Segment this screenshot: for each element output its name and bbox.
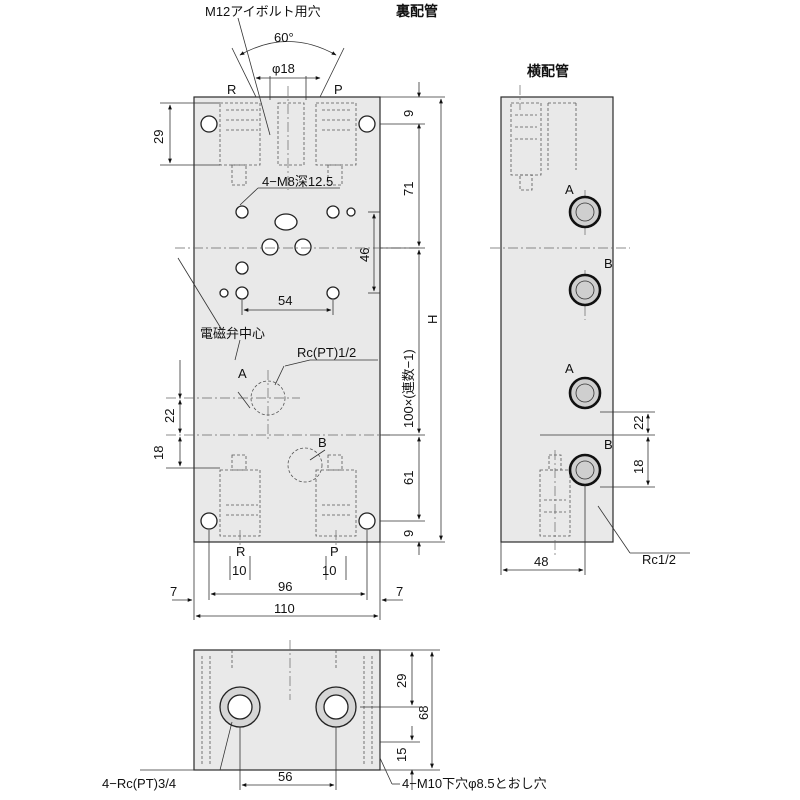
dim-10-left: 10 — [232, 563, 246, 578]
port-a-side-upper: A — [565, 182, 574, 197]
front-dims-left — [160, 102, 220, 469]
mount-hole-bottom-right — [358, 512, 376, 530]
mount-hole-top-right — [358, 115, 376, 133]
dim-9-top: 9 — [401, 110, 416, 117]
dim-61: 61 — [401, 471, 416, 485]
angle-60: 60° — [274, 30, 294, 45]
front-view — [166, 86, 420, 550]
dim-110: 110 — [274, 601, 295, 616]
hidden-port-b — [287, 447, 323, 483]
eyebolt-angle — [231, 17, 345, 136]
bottom-view — [193, 640, 381, 771]
dim-46: 46 — [357, 248, 372, 262]
dim-7-right: 7 — [396, 584, 403, 599]
dim-29-bottom: 29 — [394, 674, 409, 688]
side-port-a-upper — [568, 195, 602, 229]
leader-lines — [177, 187, 378, 461]
dim-96: 96 — [278, 579, 292, 594]
side-port-b-upper — [568, 273, 602, 307]
eyebolt-label: M12アイボルト用穴 — [205, 4, 321, 19]
port-p-bottom: P — [330, 544, 339, 559]
dim-18-side: 18 — [631, 460, 646, 474]
mount-hole-top-left — [200, 115, 218, 133]
title-side-piping: 横配管 — [527, 63, 569, 79]
side-view — [490, 85, 630, 555]
port-a-side-lower: A — [565, 361, 574, 376]
dim-56: 56 — [278, 769, 292, 784]
valve-mount-pattern — [219, 205, 356, 300]
front-dims-inner — [241, 211, 380, 315]
hidden-ports-top — [219, 102, 357, 186]
dim-22-side: 22 — [631, 416, 646, 430]
dim-22-front: 22 — [162, 409, 177, 423]
dim-10-right: 10 — [322, 563, 336, 578]
m8-depth-label: 4−M8深12.5 — [262, 174, 333, 189]
dim-48: 48 — [534, 554, 548, 569]
dim-9-bottom: 9 — [401, 530, 416, 537]
front-view-body — [193, 96, 381, 543]
bottom-dims — [140, 649, 440, 790]
dim-29-front: 29 — [151, 130, 166, 144]
dim-71: 71 — [401, 182, 416, 196]
dim-54: 54 — [278, 293, 292, 308]
port-b-side-lower: B — [604, 437, 613, 452]
side-dims — [500, 411, 690, 575]
side-port-a-lower — [568, 376, 602, 410]
dim-18-front: 18 — [151, 446, 166, 460]
front-dims-bottom — [172, 530, 403, 620]
rc-pt-34-label: 4−Rc(PT)3/4 — [102, 776, 176, 791]
dim-h: H — [425, 315, 440, 324]
side-port-b-lower — [568, 453, 602, 487]
dim-15: 15 — [394, 748, 409, 762]
title-rear-piping: 裏配管 — [395, 3, 438, 19]
port-p-top: P — [334, 82, 343, 97]
solenoid-center-label: 電磁弁中心 — [200, 326, 265, 341]
front-dims-right — [380, 82, 445, 555]
rc-half-label: Rc1/2 — [642, 552, 676, 567]
dim-7-left: 7 — [170, 584, 177, 599]
port-r-top: R — [227, 82, 236, 97]
dim-68: 68 — [416, 706, 431, 720]
port-r-bottom: R — [236, 544, 245, 559]
phi18-label: φ18 — [272, 61, 295, 76]
m10-hole-label: 4−M10下穴φ8.5とおし穴 — [402, 776, 547, 791]
port-b-side-upper: B — [604, 256, 613, 271]
port-b-front: B — [318, 435, 327, 450]
port-a-front: A — [238, 366, 247, 381]
rc-pt-half-label: Rc(PT)1/2 — [297, 345, 356, 360]
mount-hole-bottom-left — [200, 512, 218, 530]
pitch-formula: 100×(連数−1) — [401, 349, 416, 428]
